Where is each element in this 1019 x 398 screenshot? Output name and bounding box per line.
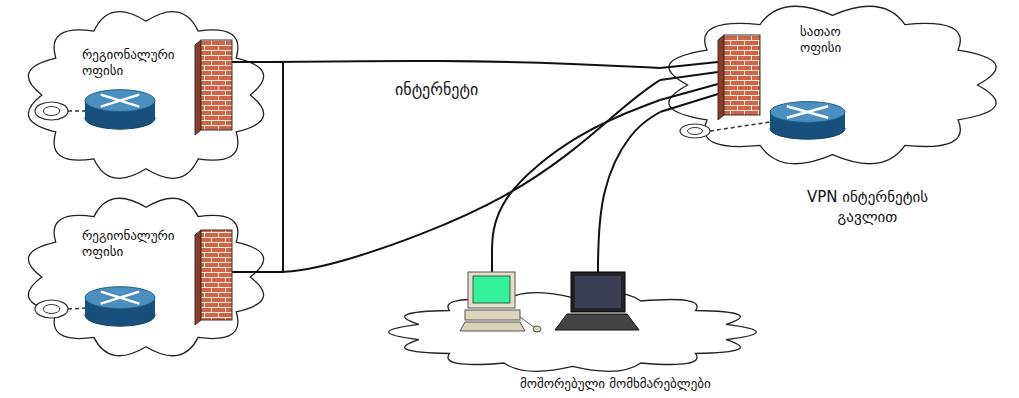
network-link bbox=[270, 62, 283, 272]
device-symbol bbox=[43, 107, 60, 116]
laptop-lid bbox=[571, 272, 625, 312]
firewall-side bbox=[195, 40, 201, 135]
wire bbox=[660, 72, 718, 80]
monitor bbox=[468, 272, 515, 308]
node-outline bbox=[385, 262, 760, 396]
node-drawing bbox=[28, 12, 270, 179]
laptop-base bbox=[555, 314, 639, 330]
network-link bbox=[492, 100, 660, 262]
user-cloud: მოშორებული მომხმარებლები bbox=[385, 262, 760, 396]
cloud-outline bbox=[28, 198, 263, 355]
firewall-side bbox=[718, 35, 724, 120]
node-drawing bbox=[28, 198, 270, 355]
router-arrows bbox=[101, 95, 140, 107]
wire bbox=[232, 61, 270, 63]
cloud-outline bbox=[669, 6, 996, 163]
monitor-screen bbox=[473, 276, 510, 303]
network-link bbox=[598, 112, 660, 262]
node-outline bbox=[22, 5, 270, 185]
router-top bbox=[770, 102, 845, 123]
office-name: რეგიონალური ოფისი bbox=[82, 47, 187, 80]
device-symbol bbox=[680, 124, 710, 138]
router-top bbox=[85, 90, 155, 112]
firewall-wall bbox=[201, 230, 232, 320]
mouse-cable bbox=[520, 317, 535, 328]
mouse bbox=[533, 326, 541, 332]
network-link bbox=[270, 80, 660, 272]
laptop-screen bbox=[575, 276, 621, 308]
router-arrows bbox=[787, 106, 828, 117]
wire bbox=[491, 262, 493, 272]
dashed-link bbox=[68, 110, 85, 112]
network-label: ინტერნეტი bbox=[395, 80, 555, 101]
firewall-wall bbox=[201, 40, 232, 130]
network-label: VPN ინტერნეტის გავლით bbox=[785, 188, 950, 227]
label-box: ინტერნეტი bbox=[395, 80, 555, 101]
wire bbox=[660, 62, 718, 68]
label-box: VPN ინტერნეტის გავლით bbox=[785, 188, 950, 227]
dashed-link bbox=[710, 122, 770, 131]
office-cloud: რეგიონალური ოფისი bbox=[22, 192, 270, 362]
office-name: სათაო ოფისი bbox=[800, 24, 875, 57]
device-symbol bbox=[35, 102, 68, 120]
office-cloud: სათაო ოფისი bbox=[660, 0, 1005, 170]
wire bbox=[597, 262, 599, 272]
firewall-side bbox=[195, 230, 201, 325]
firewall-wall bbox=[724, 35, 760, 115]
device-symbol bbox=[43, 305, 60, 314]
node-drawing bbox=[389, 262, 757, 371]
office-name: რეგიონალური ოფისი bbox=[82, 228, 187, 261]
dashed-link bbox=[68, 307, 85, 309]
router-top bbox=[85, 287, 155, 309]
cloud-outline bbox=[28, 12, 263, 179]
device-symbol bbox=[35, 300, 68, 318]
connector-group bbox=[270, 61, 660, 272]
keyboard bbox=[460, 322, 525, 331]
office-name: მოშორებული მომხმარებლები bbox=[520, 376, 711, 392]
network-link bbox=[270, 61, 660, 68]
wire bbox=[232, 271, 270, 273]
office-cloud: რეგიონალური ოფისი bbox=[22, 5, 270, 185]
node-drawing bbox=[660, 6, 996, 163]
computer-case bbox=[465, 310, 520, 320]
device-symbol bbox=[688, 128, 703, 135]
router-arrows bbox=[101, 292, 140, 304]
wire bbox=[660, 94, 718, 112]
node-outline bbox=[22, 192, 270, 362]
